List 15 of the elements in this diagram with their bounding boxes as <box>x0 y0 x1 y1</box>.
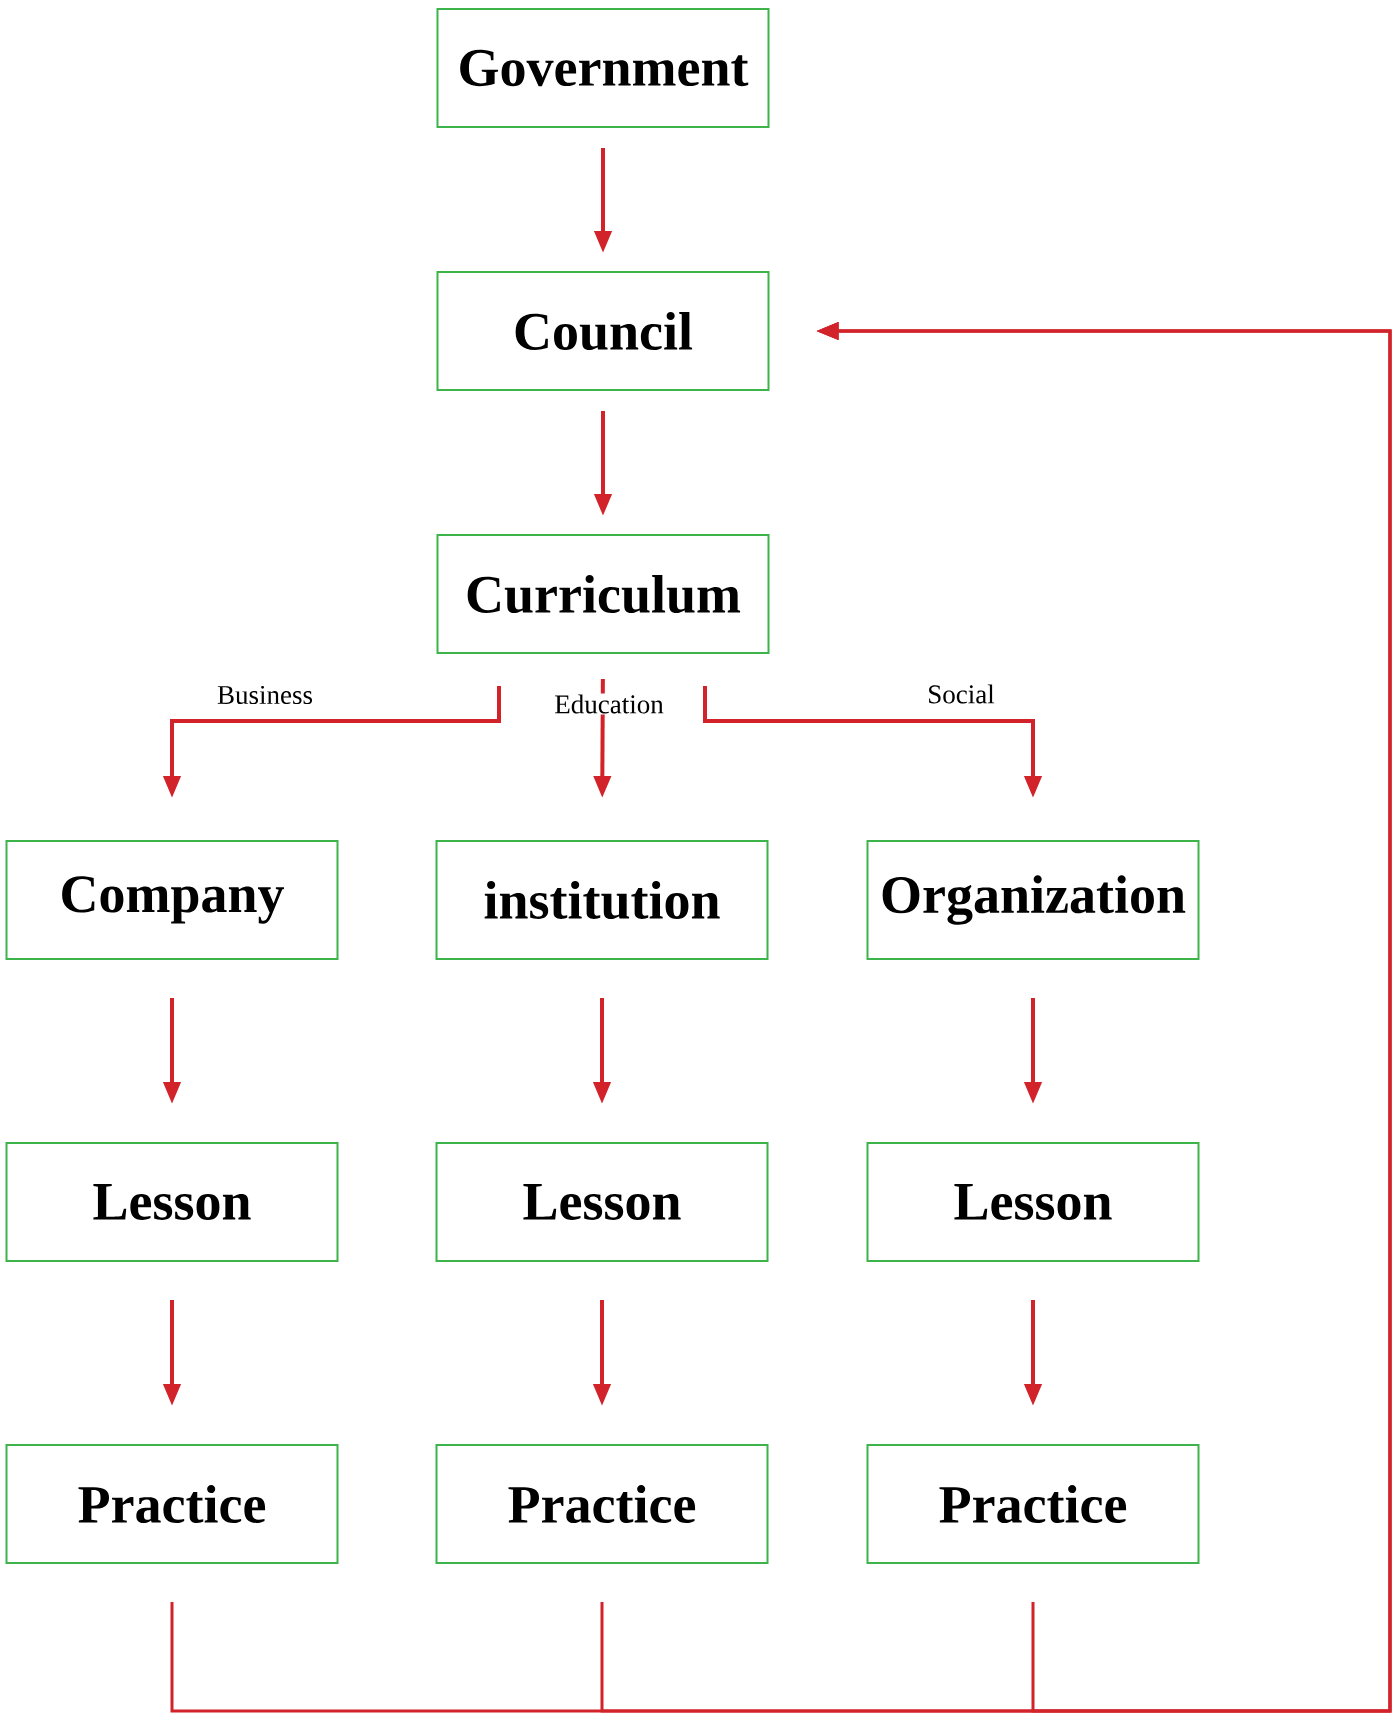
edge-label: Social <box>926 683 996 705</box>
edge-label: Education <box>553 693 665 715</box>
process-box: Organization <box>866 840 1200 960</box>
process-box: Company <box>5 840 339 960</box>
process-box: Practice <box>866 1444 1200 1564</box>
process-box: Lesson <box>435 1142 769 1262</box>
process-box: Council <box>436 271 770 391</box>
process-box: Lesson <box>5 1142 339 1262</box>
process-box: Government <box>436 8 770 128</box>
process-box: Practice <box>435 1444 769 1564</box>
process-box: institution <box>435 840 769 960</box>
process-box: Practice <box>5 1444 339 1564</box>
process-box: Lesson <box>866 1142 1200 1262</box>
process-box: Curriculum <box>436 534 770 654</box>
edge-label: Business <box>216 684 314 706</box>
